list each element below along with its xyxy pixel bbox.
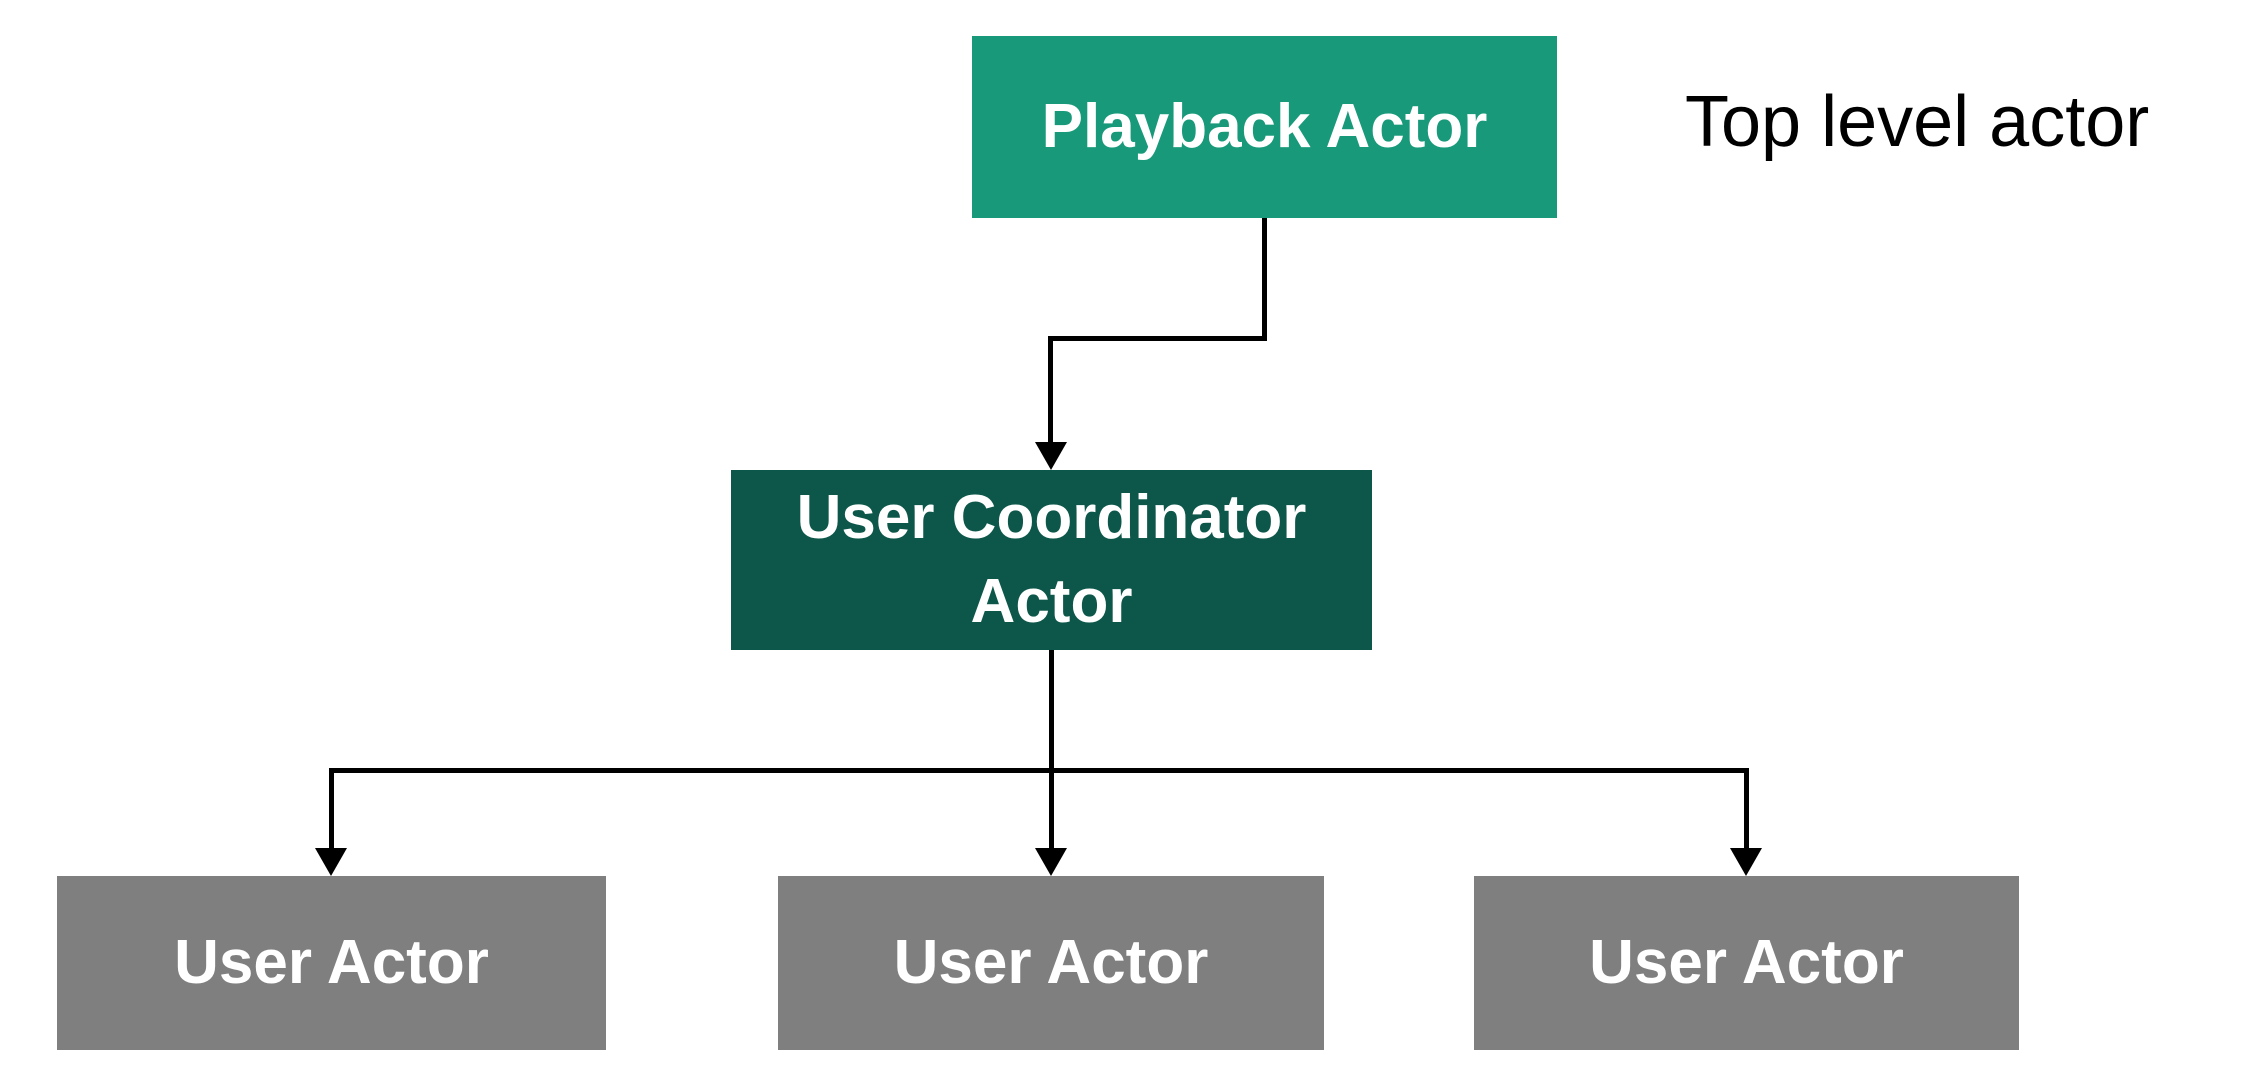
edge-playback-to-coordinator-segment-down (1262, 218, 1267, 341)
edge-playback-to-coordinator-segment-left (1048, 336, 1267, 341)
arrowhead-into-user-actor-3 (1730, 848, 1762, 876)
node-user-actor-1-label: User Actor (174, 928, 489, 998)
node-user-actor-3: User Actor (1474, 876, 2019, 1050)
edge-coordinator-stem (1049, 650, 1054, 854)
node-user-actor-1: User Actor (57, 876, 606, 1050)
edge-drop-to-user-actor-3 (1744, 768, 1749, 854)
node-playback-actor: Playback Actor (972, 36, 1557, 218)
arrowhead-into-user-actor-1 (315, 848, 347, 876)
edge-playback-to-coordinator-segment-drop (1048, 336, 1053, 448)
node-user-coordinator-actor-label: User Coordinator Actor (796, 483, 1307, 636)
node-playback-actor-label: Playback Actor (1041, 92, 1488, 162)
edge-drop-to-user-actor-1 (329, 768, 334, 854)
arrowhead-into-coordinator (1035, 442, 1067, 470)
node-user-coordinator-actor: User Coordinator Actor (731, 470, 1372, 650)
node-user-actor-3-label: User Actor (1589, 928, 1904, 998)
arrowhead-into-user-actor-2 (1035, 848, 1067, 876)
node-user-actor-2: User Actor (778, 876, 1324, 1050)
annotation-top-level-actor: Top level actor (1685, 82, 2150, 162)
node-user-actor-2-label: User Actor (893, 928, 1209, 998)
edge-distributor-rail (329, 768, 1749, 773)
